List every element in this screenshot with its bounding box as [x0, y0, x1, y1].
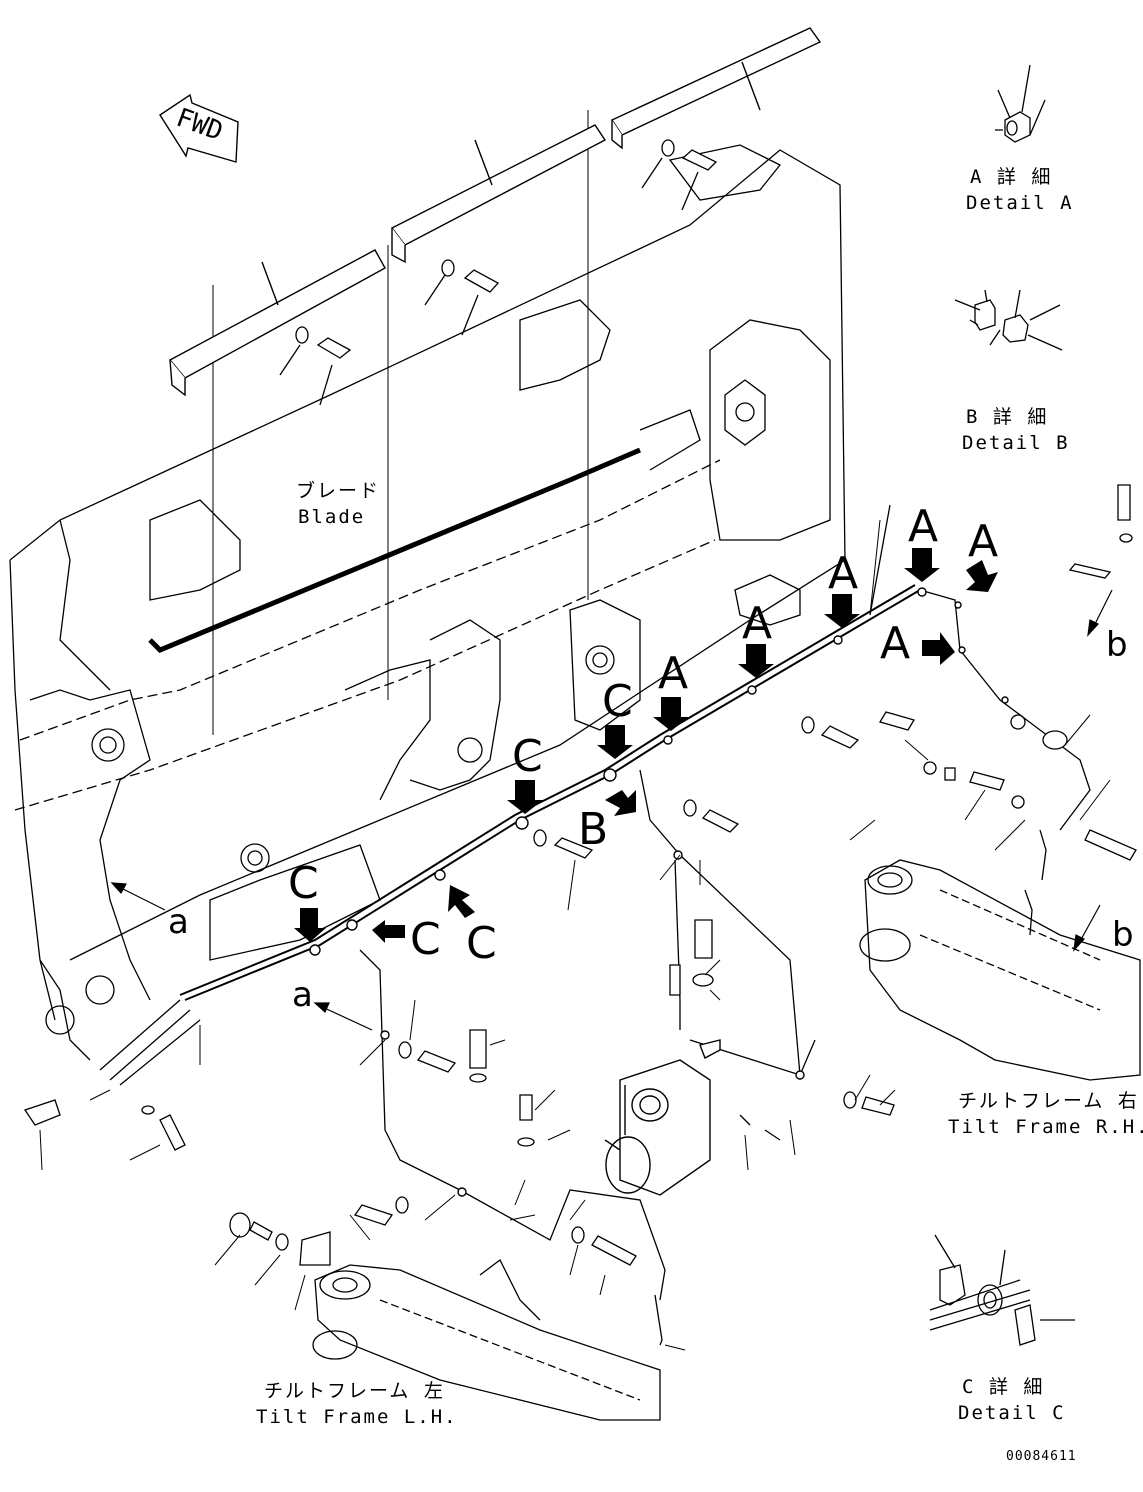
detail-c-drawing	[929, 1234, 1075, 1346]
hydraulic-hoses	[99, 584, 1091, 1301]
callout-c-4: C	[410, 914, 441, 965]
fwd-arrow-icon	[159, 93, 239, 163]
blade-label-en: Blade	[298, 506, 366, 528]
detail-b-drawing	[954, 289, 1063, 351]
tilt-frame-lh	[312, 1259, 661, 1421]
ref-b-2: b	[1112, 915, 1134, 955]
tilt-frame-lh-jp: チルトフレーム 左	[264, 1380, 445, 1402]
detail-b-title-en: Detail B	[962, 432, 1070, 454]
blade-label-jp: ブレード	[296, 480, 381, 502]
tilt-frame-rh-en: Tilt Frame R.H.	[948, 1116, 1143, 1138]
hose-clamps	[309, 587, 1009, 1197]
callout-b: B	[578, 804, 609, 855]
reference-arrows	[110, 589, 1113, 1031]
callout-a-2: A	[968, 516, 999, 567]
leader-line	[869, 504, 891, 616]
plate-bolts	[279, 139, 718, 406]
center-fasteners	[23, 829, 895, 1346]
detail-a-title-jp: A 詳 細	[970, 166, 1053, 188]
detail-a-title-en: Detail A	[966, 192, 1074, 214]
rh-fasteners	[683, 484, 1137, 936]
detail-b-title-jp: B 詳 細	[966, 406, 1049, 428]
tilt-frame-rh-jp: チルトフレーム 右	[958, 1090, 1139, 1112]
callout-c-2: C	[512, 731, 543, 782]
assembly-leaders	[212, 110, 589, 735]
cover-plates	[168, 27, 822, 397]
callout-a-6: A	[658, 648, 689, 699]
callout-c-3: C	[288, 858, 319, 909]
valve-block	[604, 1039, 721, 1196]
callout-a-3: A	[880, 618, 911, 669]
document-number: 00084611	[1006, 1449, 1077, 1464]
callout-arrows	[294, 548, 998, 943]
tilt-frame-lh-en: Tilt Frame L.H.	[256, 1406, 458, 1428]
part-leaders	[39, 519, 1111, 1351]
detail-c-title-jp: C 詳 細	[962, 1376, 1045, 1398]
detail-c-title-en: Detail C	[958, 1402, 1066, 1424]
tilt-frame-rh	[859, 859, 1141, 1081]
callout-c-1: C	[602, 676, 633, 727]
ref-b-1: b	[1106, 625, 1128, 665]
detail-a-drawing	[995, 64, 1046, 143]
callout-a-1: A	[908, 501, 939, 552]
callout-a-5: A	[742, 598, 773, 649]
ref-a-1: a	[168, 902, 189, 942]
ref-a-2: a	[292, 975, 313, 1015]
callout-a-4: A	[828, 548, 859, 599]
callout-c-5: C	[466, 918, 497, 969]
